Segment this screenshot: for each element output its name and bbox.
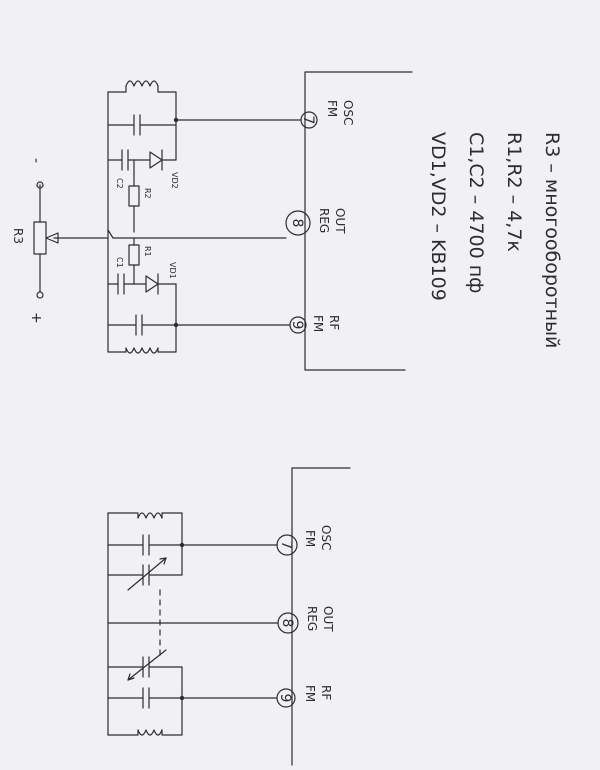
varicap-vd1: VD1: [133, 262, 177, 295]
pin-label-line1: FM: [303, 530, 317, 547]
coil-osc-bottom: [107, 512, 183, 546]
coil-rf-bottom: [107, 697, 183, 736]
r2-label: R2: [143, 188, 152, 199]
c2-label: C2: [115, 178, 124, 189]
ic-outline-bottom: [291, 467, 351, 766]
pin-number: 7: [278, 541, 294, 550]
capacitor-bottom-rf: [107, 314, 177, 336]
pin-label-line1: REG: [317, 208, 331, 233]
pin-label-line2: RF: [327, 315, 341, 330]
capacitor-osc-fixed: [107, 534, 183, 556]
variable-capacitor-rf: [107, 649, 183, 699]
varicap-schematic: 7 FM OSC 8 REG OUT 9 FM RF: [11, 71, 413, 371]
vd1-label: VD1: [168, 262, 177, 279]
ic-outline-top: [304, 71, 413, 371]
minus-terminal-label: -: [28, 158, 44, 163]
pin-7-top: 7 FM OSC: [300, 100, 355, 129]
pin-label-line2: OUT: [321, 606, 335, 632]
resistor-r1: R1: [128, 237, 152, 285]
pin-number: 9: [289, 321, 305, 330]
pin-number: 9: [277, 694, 293, 703]
variable-capacitor-osc: [107, 544, 183, 591]
pin-label-line1: FM: [303, 685, 317, 702]
plus-terminal-label: +: [28, 312, 44, 324]
pin-label-line2: OSC: [341, 100, 355, 125]
trimmer-schematic: 7 FM OSC 8 REG OUT 9 FM RF: [107, 467, 351, 766]
pin-number: 7: [300, 116, 316, 125]
capacitor-c1: C1: [107, 257, 135, 295]
pin-9-bottom: 9 FM RF: [276, 685, 333, 708]
note-c: C1,C2 – 4700 пф: [465, 132, 487, 293]
pin-number: 8: [279, 619, 295, 628]
pin-label-line1: FM: [311, 315, 325, 332]
pin-number: 8: [289, 219, 305, 228]
pin-label-line2: RF: [319, 685, 333, 700]
pin-8-bottom: 8 REG OUT: [277, 606, 335, 634]
capacitor-rf-fixed: [107, 687, 183, 709]
r3-label: R3: [11, 228, 25, 244]
capacitor-c2: C2: [107, 149, 135, 189]
pin-label-line2: OUT: [333, 208, 347, 234]
note-vd: VD1,VD2 – KB109: [427, 132, 449, 301]
pin-7-bottom: 7 FM OSC: [276, 525, 333, 556]
parts-list: VD1,VD2 – KB109 C1,C2 – 4700 пф R1,R2 – …: [427, 132, 563, 348]
note-r3: R3 – многооборотный: [541, 132, 563, 348]
pin-label-line1: FM: [325, 100, 339, 117]
r1-label: R1: [143, 246, 152, 257]
coil-l2-top: [107, 324, 177, 354]
capacitor-top-osc: [107, 114, 177, 136]
pin-8-top: 8 REG OUT: [285, 208, 347, 236]
coil-l1-top: [107, 80, 177, 121]
varicap-vd2: VD2: [133, 149, 179, 189]
resistor-r2: R2: [128, 159, 152, 233]
pin-label-line2: OSC: [319, 525, 333, 550]
c1-label: C1: [115, 257, 124, 268]
pin-9-top: 9 FM RF: [289, 315, 341, 334]
note-r: R1,R2 – 4,7к: [503, 132, 525, 252]
potentiometer-r3: R3 - +: [11, 158, 109, 324]
vd2-label: VD2: [170, 172, 179, 189]
pin-label-line1: REG: [305, 606, 319, 631]
